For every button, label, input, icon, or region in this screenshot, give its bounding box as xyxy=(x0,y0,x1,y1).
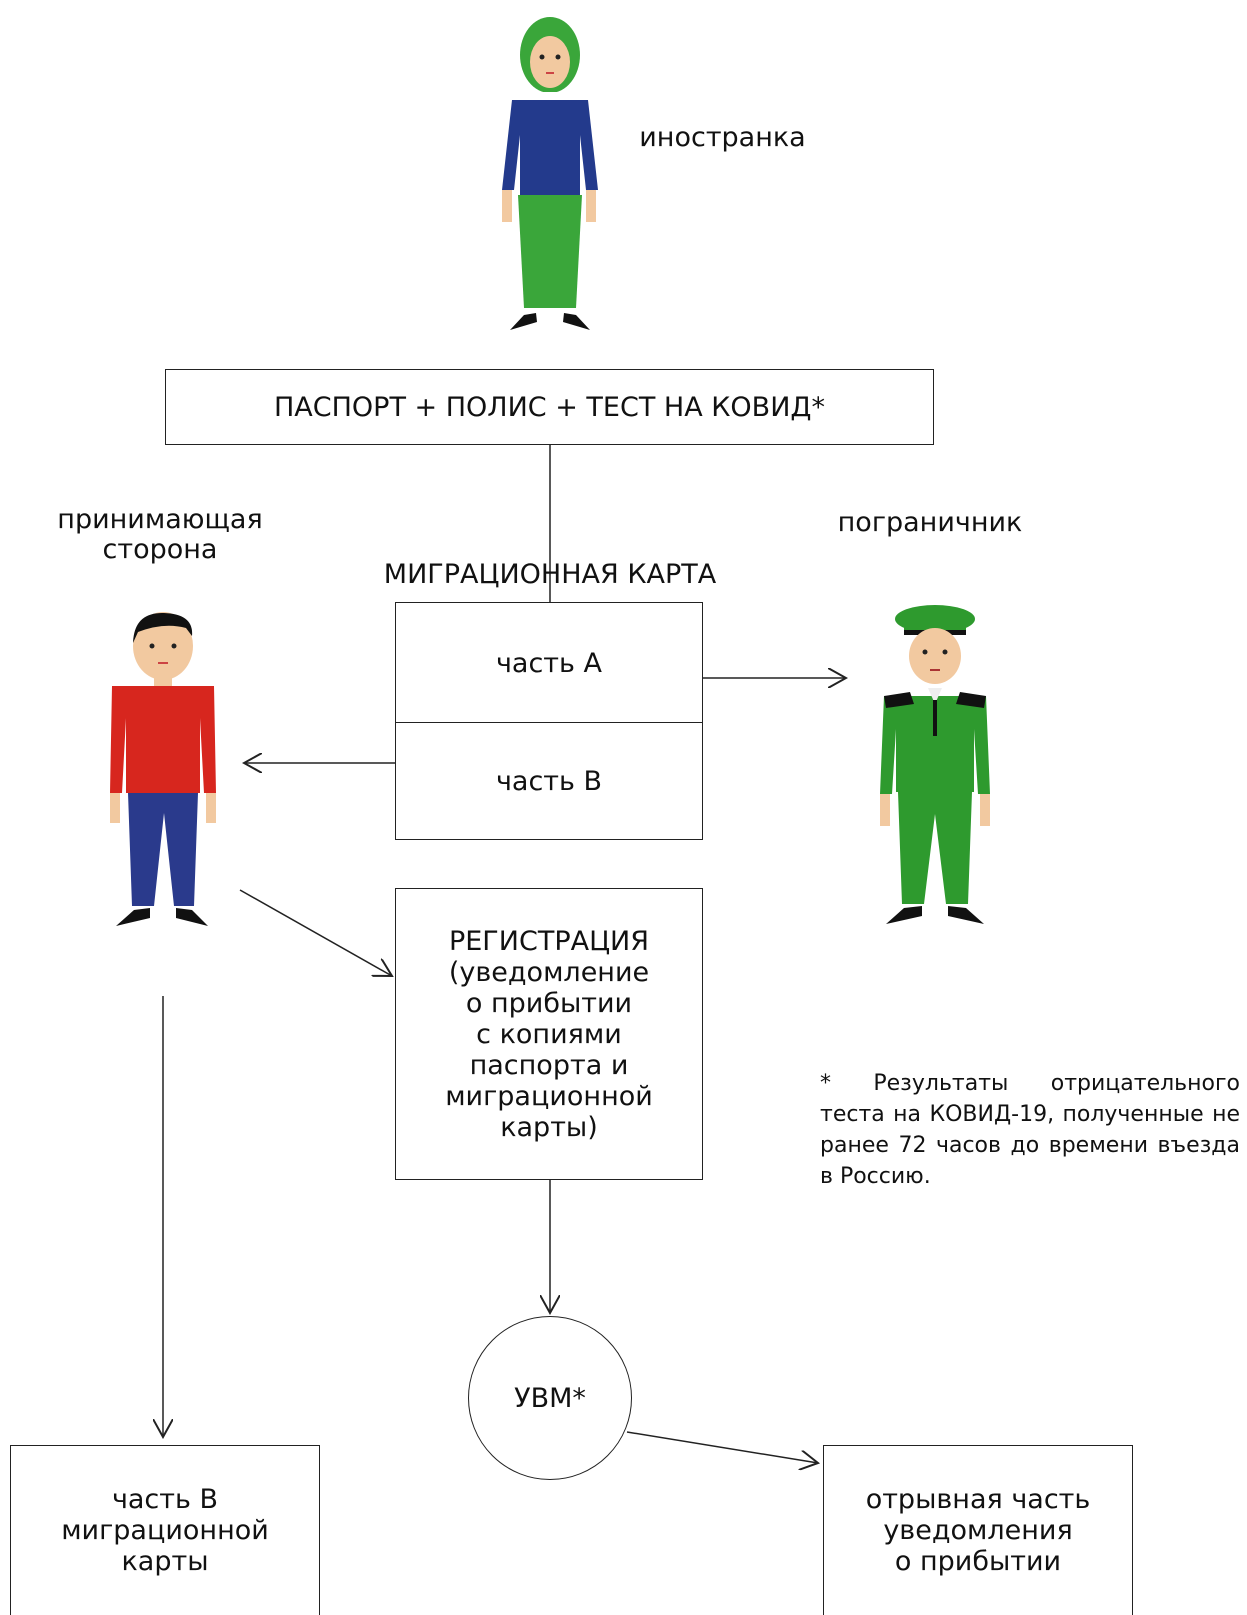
foreigner-figure xyxy=(502,17,598,330)
foreigner-label: иностранка xyxy=(639,122,806,153)
registration-box: РЕГИСТРАЦИЯ (уведомление о прибытии с ко… xyxy=(395,888,703,1180)
documents-text: ПАСПОРТ + ПОЛИС + ТЕСТ НА КОВИД* xyxy=(273,391,825,423)
arrow-uvm-to-tear-off xyxy=(626,1431,818,1463)
migration-card-title: МИГРАЦИОННАЯ КАРТА xyxy=(383,559,717,590)
arrow-host-to-registration xyxy=(239,889,392,976)
part-b-box: часть В xyxy=(395,722,703,840)
tear-off-box: отрывная часть уведомления о прибытии xyxy=(823,1445,1133,1615)
border-guard-label: пограничник xyxy=(837,507,1023,538)
host-figure xyxy=(110,612,216,926)
footnote: * Результаты отрицательного теста на КОВ… xyxy=(820,1071,1240,1189)
documents-box: ПАСПОРТ + ПОЛИС + ТЕСТ НА КОВИД* xyxy=(165,369,934,445)
uvm-circle: УВМ* xyxy=(468,1316,632,1480)
part-b-card-text: часть В миграционной карты xyxy=(61,1484,269,1577)
registration-text: РЕГИСТРАЦИЯ (уведомление о прибытии с ко… xyxy=(445,925,653,1143)
part-a-box: часть А xyxy=(395,602,703,724)
part-a-text: часть А xyxy=(495,647,603,679)
uvm-text: УВМ* xyxy=(514,1382,586,1414)
host-label: принимающая сторона xyxy=(57,504,263,565)
part-b-card-box: часть В миграционной карты xyxy=(10,1445,320,1615)
part-b-text: часть В xyxy=(495,765,603,797)
border-guard-figure xyxy=(880,605,990,924)
tear-off-text: отрывная часть уведомления о прибытии xyxy=(865,1484,1091,1577)
